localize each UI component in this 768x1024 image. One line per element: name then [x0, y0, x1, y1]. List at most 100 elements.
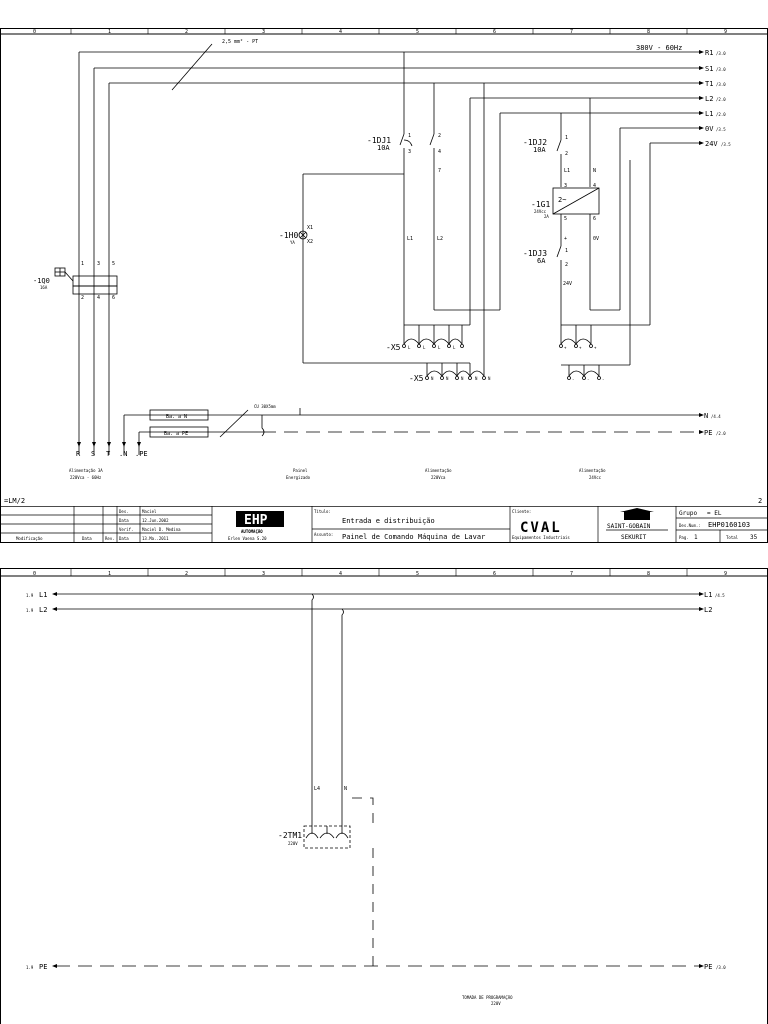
grid-number: 7 — [570, 571, 573, 577]
out-l1: L1 — [704, 591, 712, 599]
breaker-1dj3: -1DJ3 6A 1 2 24V — [523, 245, 572, 325]
out-l1-ref: /4.5 — [715, 593, 725, 598]
output-labels: R1 /3.0 S1 /3.0 T1 /3.0 L2 /2.0 L1 /2.0 … — [705, 49, 731, 148]
ehp-logo: EHP AUTOMAÇÃO Erlen Vaena S.20 — [228, 511, 284, 541]
output-l2: L2 — [705, 95, 713, 103]
in-pe-ref: 1.9 — [26, 965, 34, 970]
breaker-1dj2: -1DJ2 10A 1 2 L1 N — [523, 98, 596, 187]
neutral-pe-bars: Ba. a N Ba. a PE CU 30X5mm N /4.4 PE /2.… — [123, 404, 726, 455]
grid-number: 2 — [185, 571, 188, 577]
breaker-1dj1: -1DJ1 10A 1 2 3 4 7 L1 L2 — [367, 52, 501, 325]
tb-date-col: Data — [82, 536, 92, 541]
pin-label: 6 — [593, 216, 596, 222]
page-2: 0 1 2 3 4 5 6 7 8 9 -2TM1 220V L4 N — [0, 568, 768, 1024]
input-s: S — [91, 450, 95, 458]
wire-label: L1 — [407, 236, 413, 242]
output-s1-ref: /3.0 — [716, 67, 726, 72]
brand-name: SAINT-GOBAIN — [607, 523, 651, 530]
in-l1-ref: 1.9 — [26, 593, 34, 598]
page-2-labels: 1.9 L1 1.9 L2 1.9 PE L1 /4.5 L2 PE /3.0 … — [26, 591, 726, 1006]
terminal-label: N — [475, 376, 478, 381]
pin-label: 1 — [408, 133, 411, 139]
terminal-x5-line: -X5 L L L L — [386, 324, 470, 352]
section-label: 220Vca - 60Hz — [70, 475, 102, 480]
terminal-label: - — [602, 377, 604, 382]
voltage-label: 380V - 60Hz — [636, 44, 682, 52]
pin-label: 2 — [81, 295, 84, 301]
input-n: .N — [119, 450, 127, 458]
sheet-ref: =LM/2 — [4, 497, 25, 505]
pin-label: 1 — [565, 135, 568, 141]
out-n-ref: /4.4 — [711, 414, 721, 419]
socket-rating: 220V — [288, 841, 298, 846]
grid-number: 6 — [493, 29, 496, 35]
terminal-label: - — [587, 377, 589, 382]
section-label: Painel — [293, 468, 308, 473]
subject-value: Painel de Comando Máquina de Lavar — [342, 533, 485, 541]
bar-n-label: Ba. a N — [166, 414, 187, 420]
total-label: Total — [726, 535, 739, 540]
lamp-tag: -1H0 — [279, 231, 298, 240]
switch-tag: -1Q0 — [33, 277, 50, 285]
wire-label: L4 — [314, 786, 320, 792]
logo-addr: Erlen Vaena S.20 — [228, 536, 267, 541]
terminal-label: + — [579, 345, 582, 350]
section-label: Alimentação 3A — [69, 468, 103, 473]
terminal-label: + — [594, 345, 597, 350]
pin-label: 4 — [438, 149, 441, 155]
grid-number: 9 — [724, 29, 727, 35]
grid-number: 1 — [108, 571, 111, 577]
output-24v: 24V — [705, 140, 718, 148]
pin-label: 2 — [565, 151, 568, 157]
pin-label: 1 — [81, 261, 84, 267]
grid-number: 5 — [416, 29, 419, 35]
title-value: Entrada e distribuição — [342, 517, 435, 525]
breaker-1dj2-rating: 10A — [533, 146, 546, 154]
page-number: 2 — [758, 497, 762, 505]
pin-label: 3 — [408, 149, 411, 155]
tb-rev-col: Rev. — [105, 536, 115, 541]
wire-label: 0V — [593, 236, 599, 242]
terminal-label: L — [408, 345, 411, 350]
tb-modification: Modificação — [16, 536, 43, 541]
pin-label: 2 — [565, 262, 568, 268]
client-sub: Equipamentos Industriais — [512, 535, 570, 540]
bar-n — [149, 409, 209, 421]
pin-label: 1 — [565, 248, 568, 254]
terminal-x5-neutral: -X5 N N N N N — [409, 83, 491, 383]
wire-label: N — [344, 786, 347, 792]
psu-sub: 2A — [544, 214, 549, 219]
wire-label: 24V — [563, 281, 572, 287]
wire-label: N — [593, 168, 596, 174]
lamp-sub: YA — [290, 240, 295, 245]
breaker-1dj2-tag: -1DJ2 — [523, 138, 547, 147]
section-label: 220Vca — [431, 475, 446, 480]
bar-pe — [149, 426, 209, 438]
terminal-label: L — [423, 345, 426, 350]
breaker-1dj3-tag: -1DJ3 — [523, 249, 547, 258]
wire-label: L1 — [564, 168, 570, 174]
in-l1: L1 — [39, 591, 47, 599]
section-label: 24Vcc — [589, 475, 602, 480]
terminal-tag: -X5 — [386, 343, 401, 352]
logo-main: EHP — [244, 513, 268, 528]
grid-number: 0 — [33, 571, 36, 577]
output-l2-ref: /2.0 — [716, 97, 726, 102]
main-switch-1q0[interactable]: -1Q0 16A 1 3 5 2 4 6 — [33, 261, 118, 301]
pin-label: 6 — [112, 295, 115, 301]
input-r: R — [76, 450, 81, 458]
grid-number: 6 — [493, 571, 496, 577]
grid-number: 3 — [262, 571, 265, 577]
output-t1: T1 — [705, 80, 713, 88]
wire-annotation: 2,5 mm² - PT — [222, 39, 258, 45]
out-pe: PE — [704, 963, 712, 971]
switch-rating: 16A — [40, 285, 48, 290]
pin-label: X2 — [307, 239, 313, 245]
power-supply-1g1: 2~ -1G1 24Vcc 2A 3 4 5 6 + 0V — [531, 128, 651, 366]
lamp-1h0: -1H0 YA X1 X2 — [279, 173, 470, 364]
output-s1: S1 — [705, 65, 713, 73]
breaker-1dj3-rating: 6A — [537, 257, 546, 265]
output-24v-ref: /3.5 — [721, 142, 731, 147]
grid-number: 1 — [108, 29, 111, 35]
